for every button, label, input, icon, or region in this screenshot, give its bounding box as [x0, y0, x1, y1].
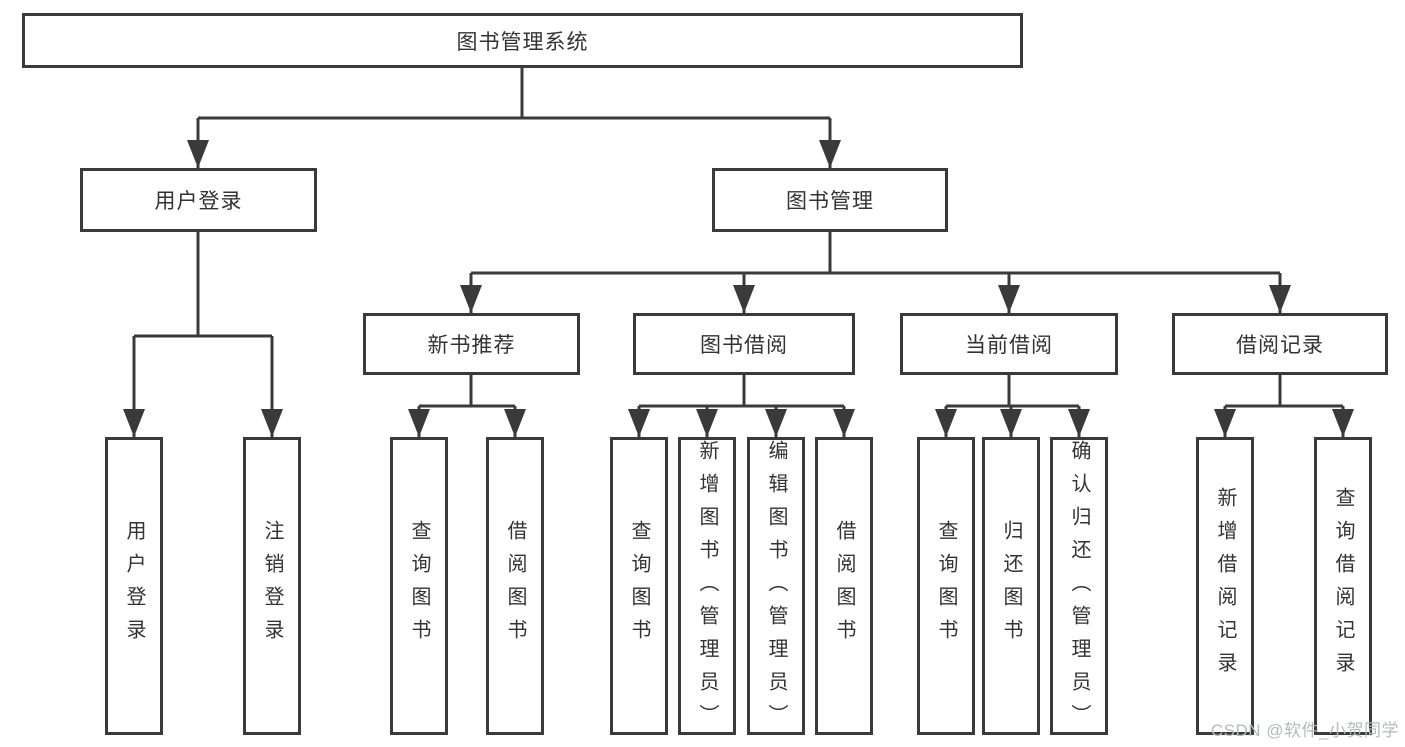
node-borrowing-records: 借阅记录: [1172, 313, 1388, 375]
leaf-logout: 注销登录: [243, 437, 301, 735]
node-library-management-system: 图书管理系统: [22, 13, 1023, 68]
leaf-return-books: 归还图书: [982, 437, 1040, 735]
node-label: 用户登录: [154, 190, 243, 213]
connector-book-borrowing-to-leaves: [637, 375, 846, 437]
node-label: 归还图书: [1000, 520, 1022, 652]
node-label: 当前借阅: [965, 334, 1053, 357]
node-label: 查询借阅记录: [1332, 487, 1354, 685]
connector-new-book-recommendation-to-leaves: [417, 375, 517, 437]
leaf-query-books-current: 查询图书: [917, 437, 975, 735]
leaf-confirm-return-admin: 确认归还（管理员）: [1050, 437, 1108, 737]
arrowheads: [123, 140, 1354, 437]
node-label: 图书管理: [786, 190, 874, 213]
node-book-management: 图书管理: [712, 168, 948, 232]
node-label: 图书借阅: [700, 334, 788, 357]
leaf-edit-books-admin: 编辑图书（管理员）: [747, 437, 805, 737]
node-label: 查询图书: [628, 520, 650, 652]
csdn-watermark: CSDN @软件_小贺同学: [1210, 721, 1399, 740]
leaf-borrow-books: 借阅图书: [815, 437, 873, 735]
connector-root-to-level2: [196, 68, 832, 168]
connector-borrowing-records-to-leaves: [1223, 375, 1345, 437]
leaf-query-books-borrow: 查询图书: [610, 437, 668, 735]
node-label: 注销登录: [261, 520, 283, 652]
leaf-borrow-books-recommend: 借阅图书: [486, 437, 544, 735]
node-label: 查询图书: [935, 520, 957, 652]
node-new-book-recommendation: 新书推荐: [363, 313, 580, 375]
node-label: 新增借阅记录: [1214, 487, 1236, 685]
node-label: 新增图书（管理员）: [696, 440, 718, 737]
node-label: 借阅图书: [504, 520, 526, 652]
leaf-add-books-admin: 新增图书（管理员）: [678, 437, 736, 737]
node-book-borrowing: 图书借阅: [633, 313, 855, 375]
node-label: 确认归还（管理员）: [1068, 440, 1090, 737]
node-label: 新书推荐: [427, 334, 516, 357]
node-label: 用户登录: [123, 520, 145, 652]
leaf-query-books-recommend: 查询图书: [390, 437, 448, 735]
node-user-login: 用户登录: [80, 168, 317, 232]
node-label: 查询图书: [408, 520, 430, 652]
node-current-borrowing: 当前借阅: [900, 313, 1118, 375]
connector-user-login-to-leaves: [132, 232, 274, 437]
connector-book-management-to-level3: [469, 232, 1282, 313]
node-label: 编辑图书（管理员）: [765, 440, 787, 737]
node-label: 图书管理系统: [456, 30, 589, 54]
leaf-user-login: 用户登录: [105, 437, 163, 735]
node-label: 借阅记录: [1236, 334, 1324, 357]
node-label: 借阅图书: [833, 520, 855, 652]
leaf-query-borrow-record: 查询借阅记录: [1314, 437, 1372, 735]
leaf-add-borrow-record: 新增借阅记录: [1196, 437, 1254, 735]
